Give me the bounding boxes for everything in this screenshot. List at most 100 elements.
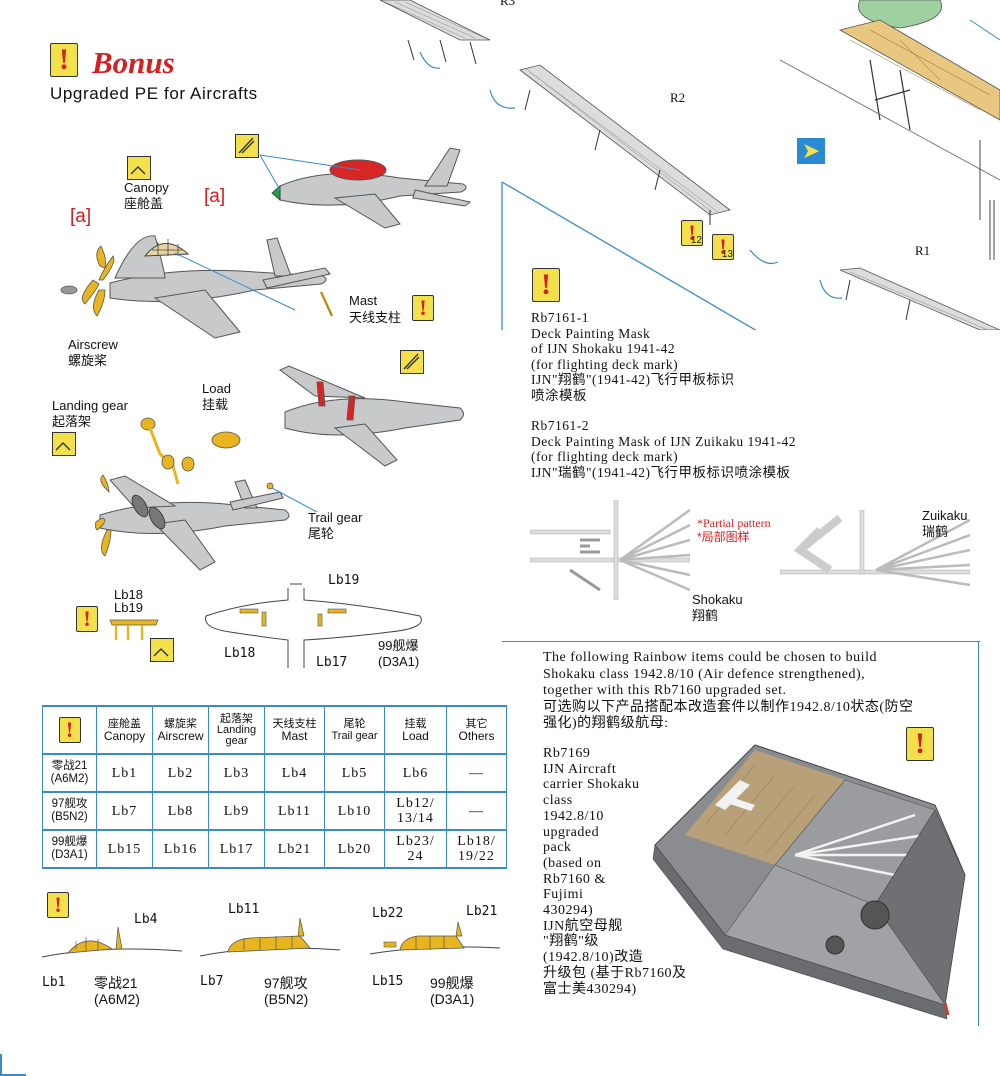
shokaku-label-en: Shokaku — [692, 592, 743, 607]
b5n2-canopy-illustration — [200, 918, 340, 957]
d3a1-name-label: 99舰爆 — [378, 638, 419, 653]
table-cell: Lb5 — [324, 753, 385, 793]
corner-mark — [0, 1054, 2, 1076]
a6m2-lb1-label: Lb1 — [42, 975, 66, 990]
warning-icon-12: !12 — [681, 220, 703, 246]
tweezers-icon — [235, 134, 259, 158]
mask1-text: Rb7161-1 Deck Painting Mask of IJN Shoka… — [531, 310, 735, 403]
rb7169-text: Rb7169 IJN Aircraft carrier Shokaku clas… — [543, 746, 687, 997]
carrier-shokaku-render — [652, 744, 966, 1020]
row-name-cell: 零战21(A6M2) — [42, 753, 97, 793]
table-cell: Lb10 — [324, 791, 385, 831]
landing-gear-parts — [140, 417, 241, 485]
landing-gear-label-cn: 起落架 — [52, 414, 92, 429]
d3a1-lb22-label: Lb22 — [372, 906, 404, 921]
zuikaku-label-cn: 瑞鹤 — [922, 524, 949, 539]
lb17-label: Lb17 — [316, 655, 348, 670]
bend-tool-icon-lb — [150, 638, 174, 662]
table-row: 99舰爆(D3A1) Lb15 Lb16 Lb17 Lb21 Lb20 Lb23… — [42, 829, 507, 869]
shokaku-label-cn: 翔鹤 — [692, 608, 719, 623]
canopy-label-cn: 座舱盖 — [124, 196, 164, 211]
table-cell: Lb18/ 19/22 — [446, 829, 507, 869]
table-cell: Lb6 — [384, 753, 447, 793]
r3-label: R3 — [500, 0, 516, 8]
warning-icon: ! — [50, 43, 78, 77]
canopy-pointer-lines — [259, 154, 361, 191]
deck-parts-illustration — [380, 0, 1000, 330]
lb18-label: Lb18 — [224, 646, 256, 661]
table-cell: Lb3 — [208, 753, 265, 793]
row-name-cell: 99舰爆(D3A1) — [42, 829, 97, 869]
trail-gear-part — [266, 482, 318, 513]
warning-icon-13: !13 — [712, 234, 734, 260]
b5n2-lb11-label: Lb11 — [228, 902, 260, 917]
partial-pattern-label-cn: *局部图样 — [697, 530, 750, 544]
aircraft-airscrew-illustration — [60, 235, 331, 339]
arrow-right-icon: ➤ — [797, 138, 825, 164]
mast-pointer-lines — [174, 252, 296, 311]
lb19-label: Lb19 — [328, 573, 360, 588]
bracket-a-label-top: [a] — [204, 186, 226, 207]
table-cell: Lb2 — [152, 753, 209, 793]
table-cell: Lb12/ 13/14 — [384, 791, 447, 831]
d3a1-lb21-label: Lb21 — [466, 904, 498, 919]
table-cell: Lb23/ 24 — [384, 829, 447, 869]
b5n2-code-label: (B5N2) — [264, 991, 309, 1007]
bracket-a-label-left: [a] — [70, 206, 92, 227]
landing-gear-label-en: Landing gear — [52, 398, 128, 413]
lb19-label-top: Lb19 — [114, 600, 143, 615]
table-cell: Lb16 — [152, 829, 209, 869]
lb18-lb19-parts — [109, 619, 159, 640]
table-cell: Lb8 — [152, 791, 209, 831]
d3a1-lb15-label: Lb15 — [372, 974, 404, 989]
table-cell: Lb7 — [96, 791, 153, 831]
canopy-label-en: Canopy — [124, 180, 169, 195]
r2-label: R2 — [670, 90, 686, 105]
mast-label-en: Mast — [349, 293, 378, 308]
d3a1-underside-outline — [205, 583, 422, 668]
warning-icon-mast: ! — [412, 295, 434, 321]
zuikaku-label-en: Zuikaku — [922, 508, 968, 523]
table-cell: Lb11 — [264, 791, 325, 831]
b5n2-name-label: 97舰攻 — [264, 975, 308, 991]
lb18-label-top: Lb18 — [114, 587, 143, 602]
mast-label-cn: 天线支柱 — [349, 310, 402, 325]
right-edge-structure — [979, 140, 995, 260]
warning-icon-mask: ! — [532, 268, 560, 302]
page-title: Bonus — [92, 45, 175, 80]
d3a1-code-label: (D3A1) — [378, 654, 420, 669]
table-cell: Lb17 — [208, 829, 265, 869]
d3a1-canopy-code-label: (D3A1) — [430, 991, 475, 1007]
table-cell: — — [446, 791, 507, 831]
a6m2-name-label: 零战21 — [94, 975, 138, 991]
table-cell: Lb21 — [264, 829, 325, 869]
mask2-text: Rb7161-2 Deck Painting Mask of IJN Zuika… — [531, 418, 796, 480]
row-name-cell: 97舰攻(B5N2) — [42, 791, 97, 831]
a6m2-lb4-label: Lb4 — [134, 912, 158, 927]
table-cell: Lb4 — [264, 753, 325, 793]
table-row: 97舰攻(B5N2) Lb7 Lb8 Lb9 Lb11 Lb10 Lb12/ 1… — [42, 791, 507, 831]
page-subtitle: Upgraded PE for Aircrafts — [50, 84, 258, 103]
rainbow-note-text: The following Rainbow items could be cho… — [543, 650, 914, 731]
right-vertical-divider — [978, 641, 980, 1026]
airscrew-label-en: Airscrew — [68, 337, 118, 352]
warning-icon-lb: ! — [76, 606, 98, 632]
zuikaku-mask-pattern — [780, 510, 970, 587]
d3a1-canopy-illustration — [370, 921, 501, 955]
trail-gear-label-cn: 尾轮 — [308, 526, 335, 541]
warning-icon-rb7169: ! — [906, 727, 934, 761]
warning-icon-table: ! — [58, 717, 81, 743]
b5n2-lb7-label: Lb7 — [200, 974, 224, 989]
canopy-part-piece — [143, 239, 190, 257]
aircraft-canopy-illustration — [271, 147, 472, 229]
tweezers-icon-load — [400, 350, 424, 374]
d3a1-canopy-name-label: 99舰爆 — [430, 975, 474, 991]
aircraft-underside-illustration — [279, 365, 464, 467]
bend-tool-icon — [127, 156, 151, 180]
